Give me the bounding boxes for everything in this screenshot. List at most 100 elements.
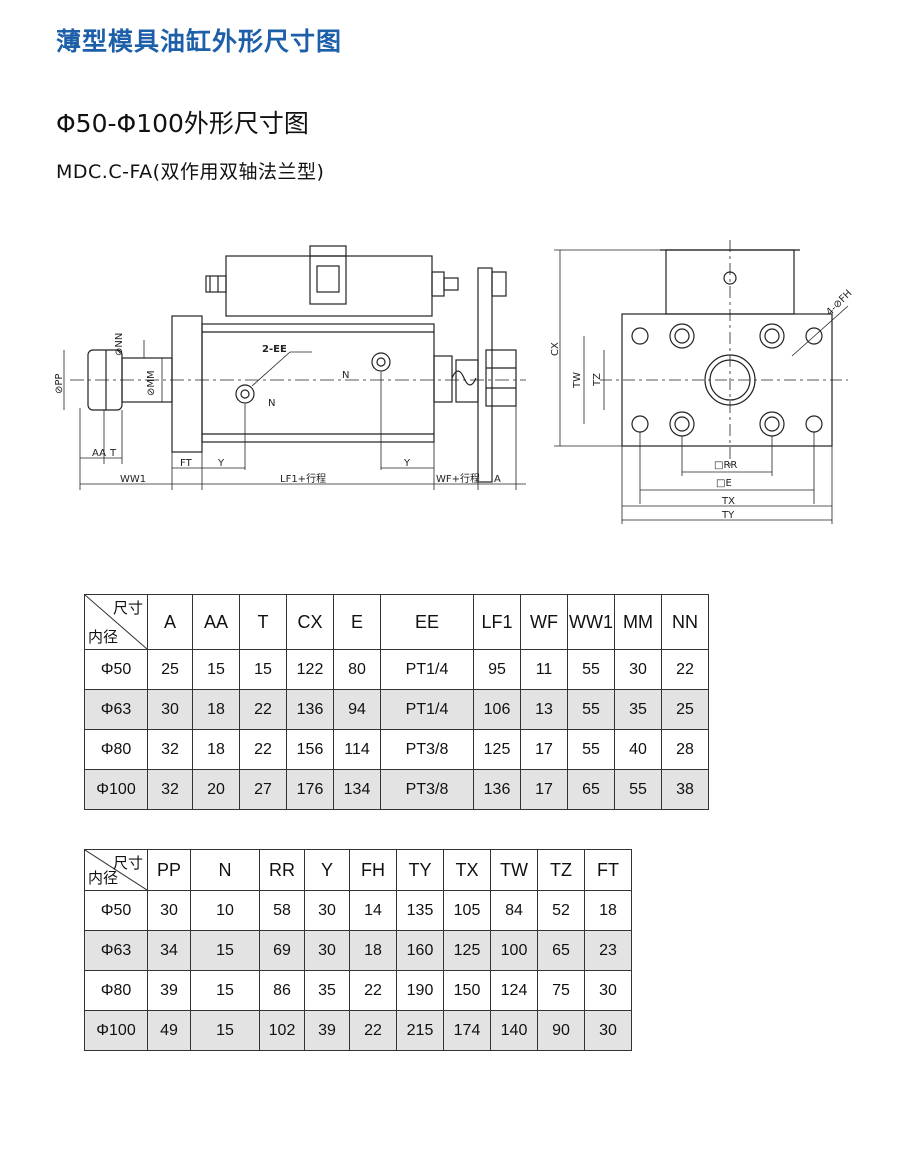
table-cell: 40 [614, 729, 662, 770]
table-cell: 160 [396, 930, 444, 971]
table-cell: 124 [490, 970, 538, 1011]
port-ee-1 [235, 384, 255, 404]
table-row: Φ50 25 15 15 122 80 PT1/4 95 11 55 30 22 [84, 649, 709, 690]
dimension-table-2: 尺寸 内径 PP N RR Y FH TY TX TW TZ FT Φ50 30… [84, 849, 632, 1051]
dimension-table-1: 尺寸 内径 A AA T CX E EE LF1 WF WW1 MM NN Φ5… [84, 594, 709, 810]
column-header: MM [614, 594, 662, 650]
table-cell: 215 [396, 1010, 444, 1051]
table-cell: PT1/4 [380, 649, 474, 690]
table-cell: 136 [473, 769, 521, 810]
clamp-bracket [309, 245, 347, 305]
left-flange [171, 315, 203, 453]
table-cell: 49 [147, 1010, 191, 1051]
table-row: Φ100 49 15 102 39 22 215 174 140 90 30 [84, 1010, 632, 1051]
table-cell: 18 [192, 729, 240, 770]
table-cell: 90 [537, 1010, 585, 1051]
corner-label-bottom: 内径 [88, 629, 119, 646]
table-row: Φ80 39 15 86 35 22 190 150 124 75 30 [84, 970, 632, 1011]
row-bore: Φ100 [84, 769, 148, 810]
table-cell: 105 [443, 890, 491, 931]
corner-label-top: 尺寸 [112, 600, 143, 617]
right-nut [485, 349, 517, 407]
table-cell: 22 [239, 689, 287, 730]
label-tz: TZ [592, 373, 603, 387]
table-cell: 176 [286, 769, 334, 810]
table-cell: 102 [259, 1010, 305, 1051]
label-tw: TW [572, 372, 583, 389]
table-cell: 25 [661, 689, 709, 730]
table-cell: 55 [567, 689, 615, 730]
label-pp: ⊘PP [54, 374, 65, 394]
column-header: WF [520, 594, 568, 650]
row-bore: Φ50 [84, 649, 148, 690]
label-y1: Y [217, 458, 225, 469]
table-cell: 32 [147, 769, 193, 810]
label-ee: 2-EE [262, 344, 287, 355]
label-y2: Y [403, 458, 411, 469]
mount-hole-1 [669, 323, 695, 349]
column-header: NN [661, 594, 709, 650]
mount-hole-4 [759, 411, 785, 437]
cylinder-top-block [225, 255, 433, 317]
table-cell: 17 [520, 769, 568, 810]
table-cell: 15 [190, 1010, 260, 1051]
label-n2: N [342, 370, 349, 381]
table-cell: 135 [396, 890, 444, 931]
table-cell: 35 [614, 689, 662, 730]
right-flange-plate [477, 267, 493, 483]
dimension-drawing: AA T WW1 FT Y Y LF1+行程 WF+行程 A 2-EE N N … [54, 240, 854, 524]
corner-diagonal [85, 595, 147, 649]
corner-label-bottom: 内径 [88, 870, 119, 887]
table-cell: 11 [520, 649, 568, 690]
table-cell: 39 [147, 970, 191, 1011]
table-cell: 10 [190, 890, 260, 931]
table-row: Φ63 34 15 69 30 18 160 125 100 65 23 [84, 930, 632, 971]
table-cell: 140 [490, 1010, 538, 1051]
column-header: AA [192, 594, 240, 650]
table-cell: 134 [333, 769, 381, 810]
table-cell: 55 [567, 729, 615, 770]
label-rr: □RR [714, 460, 737, 471]
table-cell: 22 [349, 1010, 397, 1051]
row-bore: Φ80 [84, 970, 148, 1011]
table-cell: 80 [333, 649, 381, 690]
table-cell: 52 [537, 890, 585, 931]
column-header: Y [304, 849, 350, 891]
table-cell: 125 [473, 729, 521, 770]
label-cx: CX [550, 342, 561, 356]
table-cell: 34 [147, 930, 191, 971]
table-cell: 69 [259, 930, 305, 971]
column-header: TW [490, 849, 538, 891]
column-header: PP [147, 849, 191, 891]
table-cell: 22 [239, 729, 287, 770]
label-a: A [494, 474, 501, 485]
port-ee-2 [371, 352, 391, 372]
table-cell: 100 [490, 930, 538, 971]
label-aa: AA [92, 448, 106, 459]
row-bore: Φ50 [84, 890, 148, 931]
label-ft: FT [180, 458, 193, 469]
table-cell: 15 [192, 649, 240, 690]
table-cell: 136 [286, 689, 334, 730]
table-cell: 58 [259, 890, 305, 931]
table-cell: 35 [304, 970, 350, 1011]
table-cell: 15 [190, 930, 260, 971]
corner-label-top: 尺寸 [112, 855, 143, 872]
table-cell: 14 [349, 890, 397, 931]
table-cell: 30 [304, 890, 350, 931]
table-row: Φ50 30 10 58 30 14 135 105 84 52 18 [84, 890, 632, 931]
table-cell: 65 [567, 769, 615, 810]
table-cell: 150 [443, 970, 491, 1011]
table-row: Φ80 32 18 22 156 114 PT3/8 125 17 55 40 … [84, 729, 709, 770]
label-e: □E [716, 478, 732, 489]
table-cell: 39 [304, 1010, 350, 1051]
mount-hole-3 [669, 411, 695, 437]
section-title: Φ50-Φ100外形尺寸图 [56, 109, 309, 138]
table-cell: 32 [147, 729, 193, 770]
page-title: 薄型模具油缸外形尺寸图 [56, 27, 343, 56]
table-cell: 22 [349, 970, 397, 1011]
cylinder-body [201, 323, 435, 443]
label-mm: ⊘MM [146, 370, 157, 396]
table-cell: 30 [614, 649, 662, 690]
label-ww1: WW1 [120, 474, 146, 485]
